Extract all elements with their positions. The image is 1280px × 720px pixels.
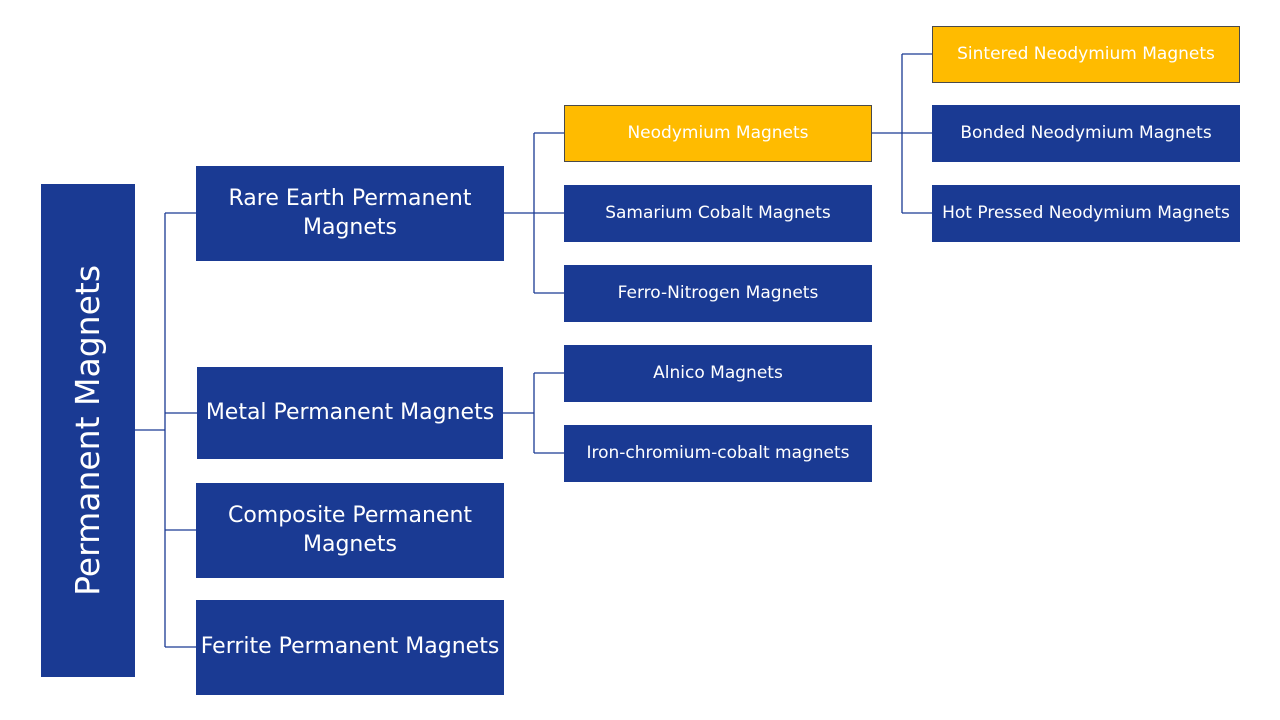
node-ferro-nitrogen-magnets: Ferro-Nitrogen Magnets	[564, 265, 872, 322]
node-neodymium-magnets: Neodymium Magnets	[564, 105, 872, 162]
node-ferrite-permanent-magnets: Ferrite Permanent Magnets	[196, 600, 504, 695]
node-hot-pressed-neodymium-magnets: Hot Pressed Neodymium Magnets	[932, 185, 1240, 242]
node-metal-permanent-magnets: Metal Permanent Magnets	[197, 367, 503, 459]
node-label: Composite Permanent Magnets	[227, 502, 473, 557]
root-node-label: Permanent Magnets	[67, 265, 107, 596]
node-rare-earth-permanent-magnets: Rare Earth Permanent Magnets	[196, 166, 504, 261]
node-label: Samarium Cobalt Magnets	[605, 203, 831, 224]
node-label: Metal Permanent Magnets	[205, 399, 495, 425]
node-label: Neodymium Magnets	[627, 123, 809, 144]
node-label: Hot Pressed Neodymium Magnets	[942, 203, 1230, 224]
node-iron-chromium-cobalt-magnets: Iron-chromium-cobalt magnets	[564, 425, 872, 482]
root-node: Permanent Magnets	[41, 184, 135, 677]
node-label: Sintered Neodymium Magnets	[957, 44, 1215, 65]
node-label: Ferrite Permanent Magnets	[200, 634, 500, 660]
node-label: Alnico Magnets	[653, 363, 783, 384]
node-bonded-neodymium-magnets: Bonded Neodymium Magnets	[932, 105, 1240, 162]
node-alnico-magnets: Alnico Magnets	[564, 345, 872, 402]
node-label: Ferro-Nitrogen Magnets	[617, 283, 819, 304]
node-label: Bonded Neodymium Magnets	[960, 123, 1212, 144]
node-label: Rare Earth Permanent Magnets	[228, 185, 472, 240]
node-composite-permanent-magnets: Composite Permanent Magnets	[196, 483, 504, 578]
node-sintered-neodymium-magnets: Sintered Neodymium Magnets	[932, 26, 1240, 83]
node-samarium-cobalt-magnets: Samarium Cobalt Magnets	[564, 185, 872, 242]
node-label: Iron-chromium-cobalt magnets	[586, 443, 850, 464]
